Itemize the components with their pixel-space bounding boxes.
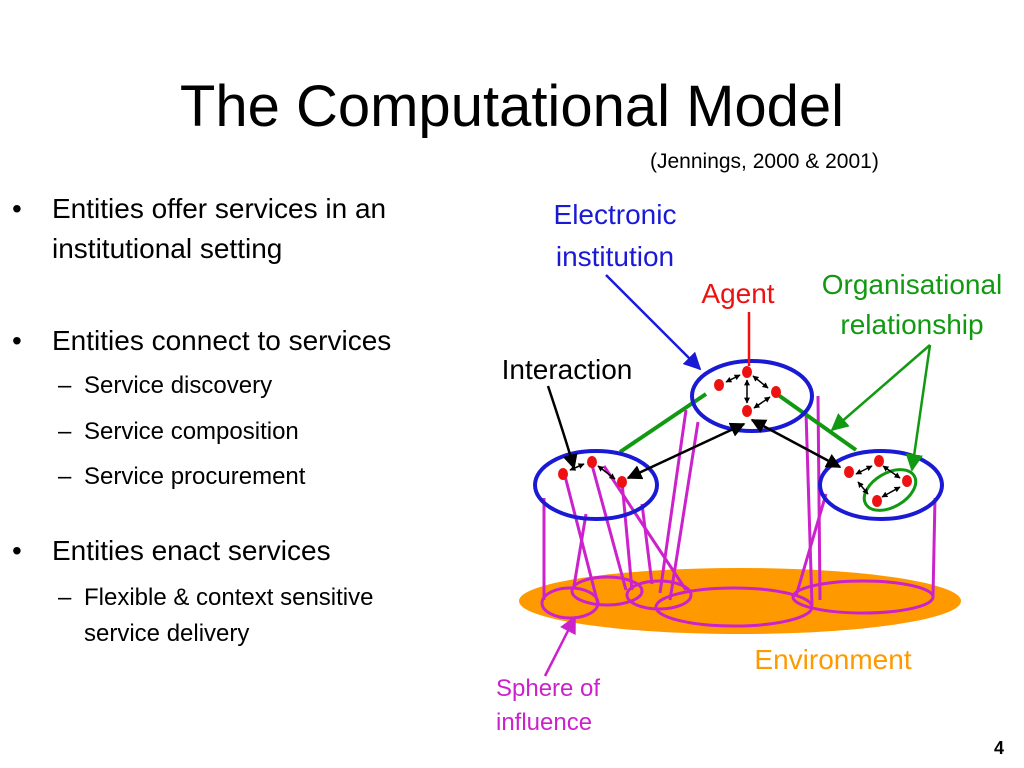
sub-bullet-marker: – bbox=[58, 372, 72, 399]
agent-dot bbox=[617, 476, 627, 488]
interaction-arrow bbox=[753, 396, 771, 409]
electronic-institution-label: Electronic bbox=[554, 199, 677, 230]
interaction-arrow bbox=[597, 465, 616, 480]
sphere-of-influence-ellipse bbox=[625, 579, 693, 611]
organisational-relationship-label: Organisational bbox=[822, 269, 1003, 300]
sphere-of-influence-pointer bbox=[543, 615, 577, 677]
sphere-line bbox=[572, 513, 588, 587]
sub-bullet-text: Flexible & context sensitive bbox=[84, 584, 374, 611]
interaction-arrow bbox=[882, 465, 901, 479]
sub-bullet-text: Service discovery bbox=[84, 372, 273, 399]
interaction-arrow bbox=[855, 465, 873, 475]
agent-dot bbox=[844, 466, 854, 478]
bullet-text: Entities connect to services bbox=[52, 325, 392, 356]
bullet-marker: • bbox=[12, 325, 22, 356]
sub-bullet-marker: – bbox=[58, 463, 72, 490]
sphere-line bbox=[794, 493, 828, 597]
sphere-line bbox=[658, 409, 688, 594]
environment-label: Environment bbox=[754, 644, 911, 675]
sub-bullet-text: Service composition bbox=[84, 418, 299, 445]
agent-label: Agent bbox=[701, 278, 774, 309]
interaction-arrow bbox=[881, 486, 901, 498]
sphere-line bbox=[590, 464, 628, 591]
environment-ellipse bbox=[519, 568, 961, 634]
sub-bullet-text: service delivery bbox=[84, 620, 250, 647]
page-number: 4 bbox=[994, 738, 1005, 758]
bullet-text: institutional setting bbox=[52, 233, 283, 264]
bullet-marker: • bbox=[12, 535, 22, 566]
sphere-line bbox=[931, 497, 937, 598]
citation: (Jennings, 2000 & 2001) bbox=[650, 150, 879, 173]
agent-dot bbox=[587, 456, 597, 468]
sub-bullet-text: Service procurement bbox=[84, 463, 306, 490]
interaction-arrow bbox=[626, 422, 746, 480]
electronic-institution-pointer bbox=[605, 274, 702, 371]
electronic-institution-label: institution bbox=[556, 241, 674, 272]
interaction-label: Interaction bbox=[502, 354, 633, 385]
agent-dot bbox=[742, 405, 752, 417]
organisational-pointer bbox=[905, 344, 932, 472]
interaction-pointer bbox=[546, 385, 578, 470]
sphere-of-influence-ellipse bbox=[570, 575, 644, 607]
interaction-arrow bbox=[752, 375, 769, 389]
agent-dot bbox=[742, 366, 752, 378]
bullet-marker: • bbox=[12, 193, 22, 224]
sub-bullet-marker: – bbox=[58, 584, 72, 611]
agent-dot bbox=[714, 379, 724, 391]
bullet-text: Entities enact services bbox=[52, 535, 331, 566]
sphere-line bbox=[640, 503, 654, 585]
interaction-arrow bbox=[725, 374, 741, 383]
institution-ellipse-left bbox=[533, 449, 659, 521]
institution-ellipse-right bbox=[818, 449, 944, 521]
sphere-line bbox=[620, 481, 634, 591]
slide-title: The Computational Model bbox=[179, 74, 845, 139]
agent-dot bbox=[872, 495, 882, 507]
sub-bullet-marker: – bbox=[58, 418, 72, 445]
sphere-of-influence-label: influence bbox=[496, 709, 592, 736]
interaction-arrow bbox=[750, 418, 842, 469]
sphere-of-influence-label: Sphere of bbox=[496, 675, 600, 702]
organisational-ellipse bbox=[862, 468, 918, 512]
organisational-relationship-label: relationship bbox=[840, 309, 983, 340]
sphere-of-influence-group bbox=[540, 395, 937, 628]
agent-dot bbox=[771, 386, 781, 398]
organisational-pointer bbox=[830, 344, 931, 432]
interaction-arrow bbox=[857, 481, 869, 495]
agent-dot bbox=[902, 475, 912, 487]
bullet-text: Entities offer services in an bbox=[52, 193, 387, 224]
agent-dot bbox=[874, 455, 884, 467]
agent-dot bbox=[558, 468, 568, 480]
